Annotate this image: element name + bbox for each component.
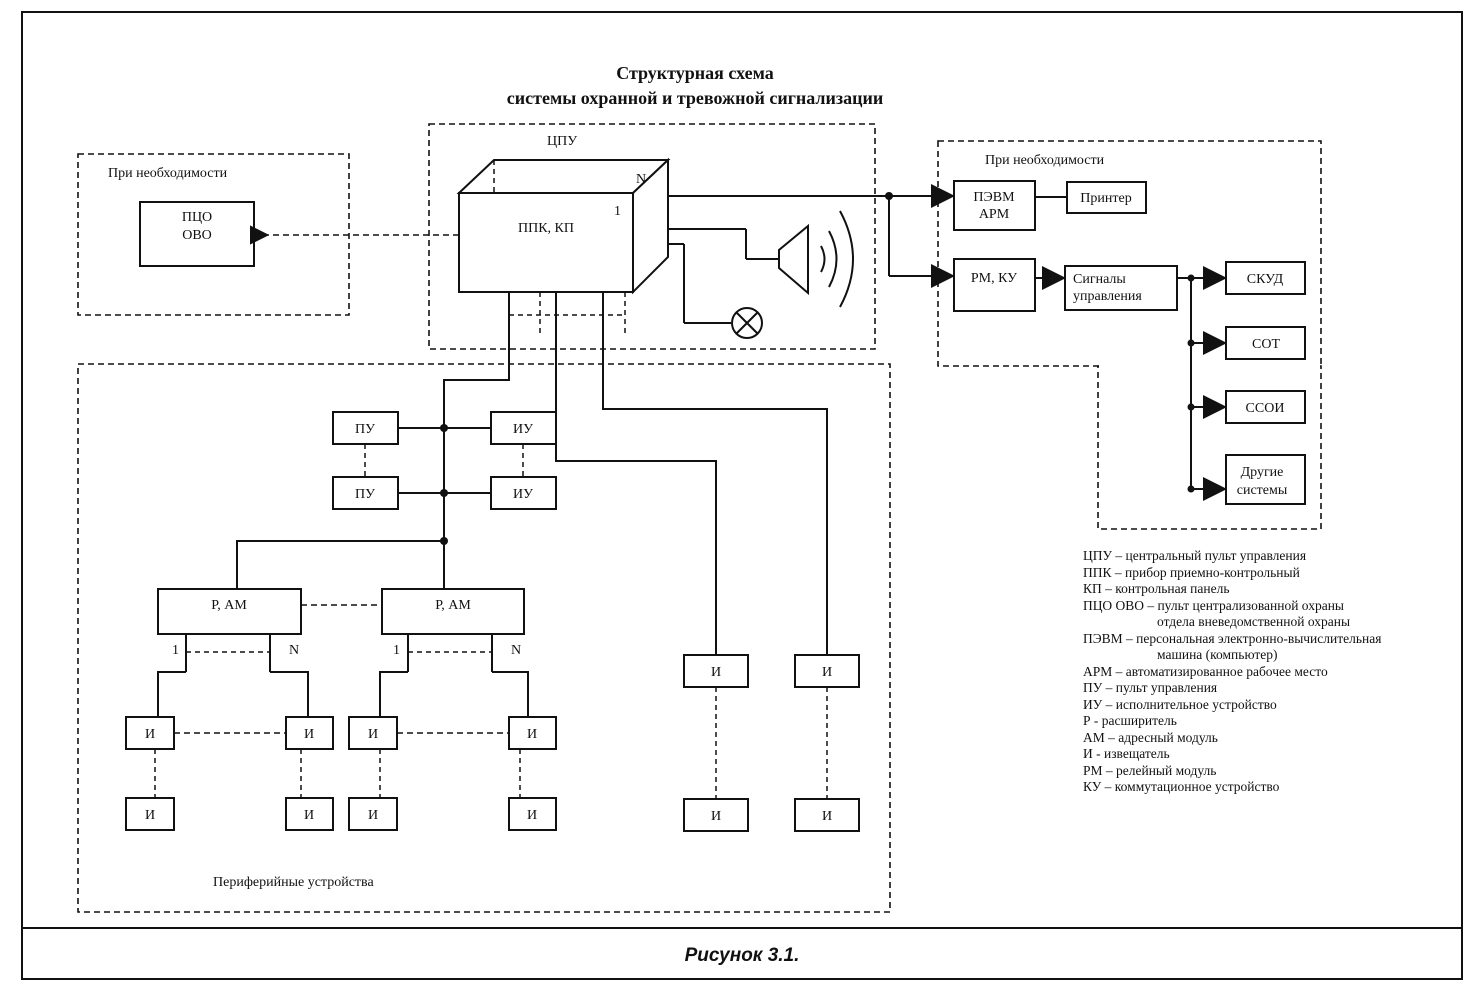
- legend-item: ПЭВМ – персональная электронно-вычислите…: [1083, 631, 1381, 646]
- pevm-label-line2: АРМ: [979, 207, 1010, 222]
- control-signals-box[interactable]: Сигналы управления: [1064, 265, 1178, 311]
- other-systems-line2: системы: [1237, 483, 1288, 498]
- r-am-label-2: Р, АМ: [435, 598, 471, 613]
- detector-box-6[interactable]: И: [285, 797, 334, 831]
- detector-box-12[interactable]: И: [794, 798, 860, 832]
- legend: ЦПУ – центральный пульт управления ППК –…: [1083, 548, 1381, 794]
- legend-item: АРМ – автоматизированное рабочее место: [1083, 664, 1328, 679]
- sot-label: СОТ: [1252, 337, 1280, 352]
- legend-item: ПЦО ОВО – пульт централизованной охраны: [1083, 598, 1344, 613]
- pco-ovo-box[interactable]: ПЦО ОВО: [139, 201, 255, 267]
- detector-box-3[interactable]: И: [348, 716, 398, 750]
- ssoi-box[interactable]: ССОИ: [1225, 390, 1306, 424]
- control-signals-line2: управления: [1073, 289, 1142, 304]
- ppk-port-n: N: [636, 172, 646, 187]
- pco-label-line1: ПЦО: [182, 210, 212, 225]
- detector-label-4: И: [527, 727, 537, 742]
- outer-frame: [21, 11, 1463, 980]
- legend-item: АМ – адресный модуль: [1083, 730, 1218, 745]
- detector-box-7[interactable]: И: [348, 797, 398, 831]
- detector-label-5: И: [145, 808, 155, 823]
- detector-label-3: И: [368, 727, 378, 742]
- detector-label-6: И: [304, 808, 314, 823]
- legend-item: машина (компьютер): [1157, 647, 1278, 662]
- figure-caption: Рисунок 3.1.: [685, 945, 800, 966]
- diagram-title-line1: Структурная схема: [616, 63, 774, 83]
- detector-label-12: И: [822, 809, 832, 824]
- printer-label: Принтер: [1080, 191, 1131, 206]
- r-am1-port-n: N: [289, 643, 299, 658]
- legend-item: КП – контрольная панель: [1083, 581, 1230, 596]
- peripheral-group-label: Периферийные устройства: [213, 875, 374, 890]
- r-am-box-2[interactable]: Р, АМ: [381, 588, 525, 635]
- iu-label-1: ИУ: [513, 422, 533, 437]
- detector-label-2: И: [304, 727, 314, 742]
- pu-box-2[interactable]: ПУ: [332, 476, 399, 510]
- skud-label: СКУД: [1247, 272, 1284, 287]
- detector-label-7: И: [368, 808, 378, 823]
- r-am-box-1[interactable]: Р, АМ: [157, 588, 302, 635]
- pevm-label-line1: ПЭВМ: [973, 190, 1015, 205]
- iu-box-1[interactable]: ИУ: [490, 411, 557, 445]
- legend-item: Р - расширитель: [1083, 713, 1177, 728]
- other-systems-line1: Другие: [1241, 465, 1284, 480]
- legend-item: ПУ – пульт управления: [1083, 680, 1217, 695]
- detector-box-11[interactable]: И: [683, 798, 749, 832]
- ppk-port-1: 1: [614, 204, 621, 219]
- skud-box[interactable]: СКУД: [1225, 261, 1306, 295]
- cpu-group-label: ЦПУ: [547, 134, 577, 149]
- pu-box-1[interactable]: ПУ: [332, 411, 399, 445]
- diagram-title-line2: системы охранной и тревожной сигнализаци…: [507, 88, 883, 108]
- r-am2-port-1: 1: [393, 643, 400, 658]
- pu-label-1: ПУ: [355, 422, 375, 437]
- control-signals-line1: Сигналы: [1073, 272, 1126, 287]
- ppk-kp-label: ППК, КП: [518, 221, 574, 236]
- detector-label-9: И: [711, 665, 721, 680]
- right-optional-group: [937, 140, 1322, 367]
- rm-ku-box[interactable]: РМ, КУ: [953, 258, 1036, 312]
- legend-item: ИУ – исполнительное устройство: [1083, 697, 1277, 712]
- detector-box-4[interactable]: И: [508, 716, 557, 750]
- pu-label-2: ПУ: [355, 487, 375, 502]
- pco-label-line2: ОВО: [182, 228, 212, 243]
- r-am1-port-1: 1: [172, 643, 179, 658]
- detector-box-2[interactable]: И: [285, 716, 334, 750]
- legend-item: И - извещатель: [1083, 746, 1170, 761]
- detector-box-10[interactable]: И: [794, 654, 860, 688]
- legend-item: ЦПУ – центральный пульт управления: [1083, 548, 1306, 563]
- ssoi-label: ССОИ: [1246, 401, 1285, 416]
- iu-label-2: ИУ: [513, 487, 533, 502]
- rm-ku-label: РМ, КУ: [971, 271, 1017, 286]
- legend-item: КУ – коммутационное устройство: [1083, 779, 1280, 794]
- legend-item: РМ – релейный модуль: [1083, 763, 1216, 778]
- detector-box-9[interactable]: И: [683, 654, 749, 688]
- detector-box-8[interactable]: И: [508, 797, 557, 831]
- lamp-icon: [731, 307, 763, 339]
- ppk-kp-block[interactable]: ППК, КП N 1: [456, 157, 671, 295]
- siren-icon: [778, 210, 854, 308]
- r-am-label-1: Р, АМ: [211, 598, 247, 613]
- detector-label-1: И: [145, 727, 155, 742]
- detector-label-10: И: [822, 665, 832, 680]
- printer-box[interactable]: Принтер: [1066, 181, 1147, 214]
- left-optional-label: При необходимости: [108, 166, 228, 181]
- peripheral-group: [77, 363, 891, 913]
- detector-label-8: И: [527, 808, 537, 823]
- sot-box[interactable]: СОТ: [1225, 326, 1306, 360]
- detector-box-5[interactable]: И: [125, 797, 175, 831]
- detector-label-11: И: [711, 809, 721, 824]
- right-optional-label: При необходимости: [985, 153, 1105, 168]
- other-systems-box[interactable]: Другие системы: [1225, 454, 1306, 505]
- detector-box-1[interactable]: И: [125, 716, 175, 750]
- legend-item: отдела вневедомственной охраны: [1157, 614, 1350, 629]
- cpu-group: [428, 123, 876, 350]
- pevm-arm-box[interactable]: ПЭВМ АРМ: [953, 180, 1036, 231]
- legend-item: ППК – прибор приемно-контрольный: [1083, 565, 1300, 580]
- r-am2-port-n: N: [511, 643, 521, 658]
- iu-box-2[interactable]: ИУ: [490, 476, 557, 510]
